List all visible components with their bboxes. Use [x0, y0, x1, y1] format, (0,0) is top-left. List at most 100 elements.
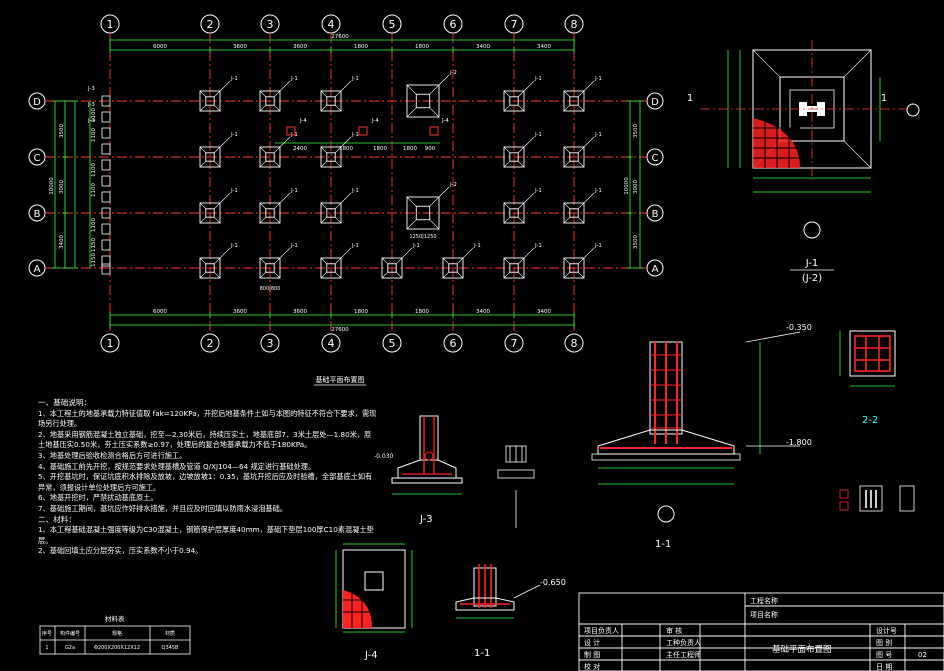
foundation-pad: [406, 196, 440, 230]
material-note-1: 1、本工程基础混凝土强度等级为C30混凝土，钢筋保护层厚度40mm，基础下垫层1…: [38, 525, 374, 545]
foundation-label: J-1: [351, 243, 359, 249]
foundation-column: [326, 208, 336, 218]
foundation-pad: [199, 90, 221, 112]
label-j4-b: J-4: [371, 118, 379, 124]
tb-design-no: 设计号: [876, 626, 897, 635]
axis-bubbles-bottom: [100, 333, 584, 353]
foundation-column: [509, 152, 519, 162]
dim-total-top: 27600: [331, 34, 349, 40]
section-mark-1-right: 1: [881, 93, 887, 104]
foundation-pad: [320, 202, 342, 224]
row-label-A-right: A: [652, 264, 659, 275]
foundation-pad: [320, 146, 342, 168]
axis-label-5-bottom: 5: [389, 337, 396, 350]
foundation-column: [326, 152, 336, 162]
foundation-label: J-1: [534, 243, 542, 249]
row-label-D-right: D: [651, 97, 659, 108]
foundation-pad: [320, 90, 342, 112]
dim-left-total: 10000: [49, 177, 55, 195]
axis-label-2: 2: [207, 18, 214, 31]
mat-header-id: 构件编号: [60, 630, 80, 637]
elev-minus-0-030: -0.030: [374, 453, 394, 460]
mat-header-spec: 规格: [112, 630, 122, 637]
axis-label-8-bottom: 8: [571, 337, 578, 350]
dim-left-1: 3500: [59, 124, 65, 138]
dim-right-1: 3500: [633, 124, 639, 138]
foundation-label: J-1: [351, 132, 359, 138]
dim-top-5: 1800: [415, 44, 429, 50]
tb-drawing-type: 图 别: [876, 638, 892, 647]
label-j4-c: J-4: [441, 118, 449, 124]
foundation-column: [205, 152, 215, 162]
foundation-pad: [259, 257, 281, 279]
foundation-column: [569, 263, 579, 273]
axis-label-6: 6: [450, 18, 457, 31]
size-label-j2: 1250|1250: [409, 234, 436, 240]
dim-beam-5: 900: [425, 146, 436, 152]
foundation-column: [205, 208, 215, 218]
row-label-A: A: [34, 264, 41, 275]
detail-j1-plan: [700, 40, 920, 239]
dim-left-inner-7: 1150: [91, 253, 97, 267]
dim-beam-2: 1800: [339, 146, 353, 152]
foundation-pad: [381, 257, 403, 279]
foundation-label: J-1: [351, 76, 359, 82]
note-5: 5、开挖基坑时，保证坑底积水排除及放坡，边坡放坡1：0.35，基坑开挖后应及时验…: [38, 472, 373, 492]
label-j3-left-3: J-3: [87, 118, 95, 124]
detail-j2-caption: (J-2): [802, 273, 822, 284]
elev-minus-0-350: -0.350: [786, 323, 812, 332]
foundation-column: [326, 96, 336, 106]
row-label-C: C: [34, 153, 41, 164]
tb-check: 校 对: [584, 662, 600, 671]
axis-label-1: 1: [107, 18, 114, 31]
row-label-D: D: [33, 97, 41, 108]
foundation-label: J-1: [230, 188, 238, 194]
tb-design: 设 计: [584, 638, 600, 647]
foundation-column: [415, 93, 431, 109]
dim-top-1: 6000: [153, 44, 167, 50]
tb-draw: 制 图: [584, 650, 600, 659]
detail-j4: [335, 543, 413, 633]
axis-label-4-bottom: 4: [328, 337, 335, 350]
foundation-label: J-2: [449, 70, 457, 76]
detail-section-small: [455, 564, 541, 619]
notes-title-2: 二、材料：: [38, 514, 76, 524]
row-bubbles: [28, 92, 664, 277]
foundation-column: [509, 263, 519, 273]
foundation-label: J-1: [351, 188, 359, 194]
detail-pipe: [839, 485, 915, 512]
tb-project-owner: 项目负责人: [584, 626, 619, 635]
axis-label-6-bottom: 6: [450, 337, 457, 350]
foundation-pad: [259, 146, 281, 168]
axis-lines: [45, 33, 647, 334]
dim-bottom-5: 1800: [415, 309, 429, 315]
foundation-column: [205, 263, 215, 273]
tb-chief: 主任工程师: [666, 650, 701, 659]
mat-cell-id: G2a: [65, 645, 75, 651]
foundation-label: J-1: [534, 132, 542, 138]
foundation-pad: [503, 146, 525, 168]
material-table-title: 材料表: [105, 615, 125, 623]
foundation-pad: [503, 202, 525, 224]
axis-label-4: 4: [328, 18, 335, 31]
dim-top-2: 3600: [233, 44, 247, 50]
detail-j1-caption: J-1: [805, 258, 819, 269]
dim-total-bottom: 27600: [331, 327, 349, 333]
foundation-label: J-1: [594, 188, 602, 194]
detail-j3: [391, 415, 463, 495]
detail-small-section-caption: 1-1: [474, 648, 490, 659]
foundation-label: J-1: [534, 188, 542, 194]
dim-bottom-2: 3600: [233, 309, 247, 315]
elev-minus-1-800: -1.800: [786, 438, 812, 447]
foundation-pad: [563, 257, 585, 279]
note-1: 1、本工程土的地基承载力特征值取 fak=120KPa，开挖后地基条件土如与本图…: [38, 408, 377, 429]
foundation-column: [205, 96, 215, 106]
row-label-C-right: C: [652, 153, 659, 164]
section-mark-1-left: 1: [687, 93, 693, 104]
foundation-label: J-1: [594, 76, 602, 82]
foundation-pad: [199, 257, 221, 279]
dim-right-3: 3500: [633, 235, 639, 249]
foundation-pad: [503, 90, 525, 112]
axis-label-3-bottom: 3: [267, 337, 274, 350]
